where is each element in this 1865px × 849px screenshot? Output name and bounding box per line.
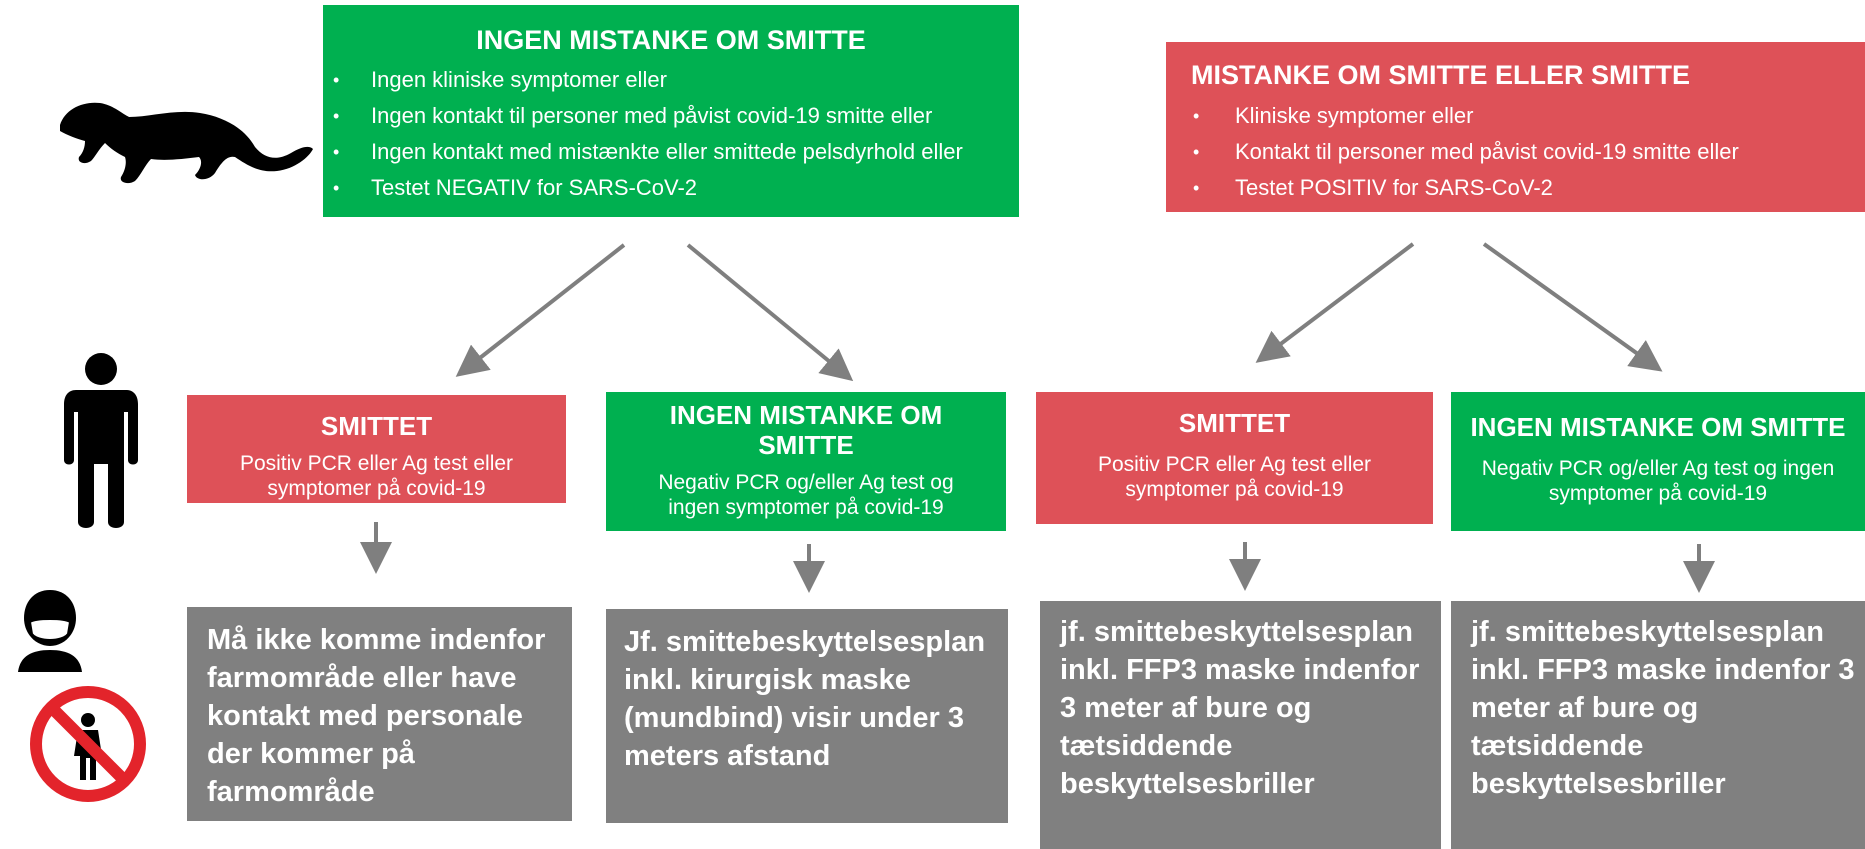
action-text: jf. smittebeskyttelsesplan inkl. FFP3 ma… bbox=[1471, 616, 1855, 800]
masked-person-icon bbox=[18, 590, 82, 672]
action-box-4: jf. smittebeskyttelsesplan inkl. FFP3 ma… bbox=[1451, 601, 1865, 849]
mid-box-infected-2: SMITTET Positiv PCR eller Ag test eller … bbox=[1036, 392, 1433, 524]
person-icon bbox=[64, 353, 138, 528]
mid-box-title: SMITTET bbox=[320, 411, 433, 441]
mid-box-text: Positiv PCR eller Ag test eller symptome… bbox=[239, 452, 514, 500]
top-box-suspicion: MISTANKE OM SMITTE ELLER SMITTE •Klinisk… bbox=[1166, 42, 1865, 212]
action-box-2: Jf. smittebeskyttelsesplan inkl. kirurgi… bbox=[606, 609, 1008, 823]
top-box-title: MISTANKE OM SMITTE ELLER SMITTE bbox=[1191, 60, 1690, 90]
bullet-item: •Kliniske symptomer eller bbox=[1193, 103, 1474, 128]
mid-box-text: Negativ PCR og/eller Ag test og ingen sy… bbox=[658, 471, 954, 519]
bullet-item: •Ingen kontakt til personer med påvist c… bbox=[333, 103, 933, 128]
top-box-bullets: •Kliniske symptomer eller •Kontakt til p… bbox=[1166, 98, 1865, 206]
arrow bbox=[1255, 242, 1415, 363]
mid-box-title: INGEN MISTANKE OM SMITTE bbox=[1470, 412, 1846, 442]
top-box-bullets: •Ingen kliniske symptomer eller •Ingen k… bbox=[323, 62, 1019, 206]
bullet-item: •Ingen kontakt med mistænkte eller smitt… bbox=[333, 139, 963, 164]
mink-icon bbox=[60, 102, 313, 184]
arrow bbox=[455, 243, 626, 377]
mid-box-no-suspicion-2: INGEN MISTANKE OM SMITTE Negativ PCR og/… bbox=[1451, 392, 1865, 531]
mid-box-title: SMITTET bbox=[1178, 408, 1291, 438]
top-box-no-suspicion: INGEN MISTANKE OM SMITTE •Ingen kliniske… bbox=[323, 5, 1019, 217]
mid-box-text: Negativ PCR og/eller Ag test og ingen sy… bbox=[1481, 457, 1835, 505]
action-box-1: Må ikke komme indenfor farmområde eller … bbox=[187, 607, 572, 821]
action-text: Må ikke komme indenfor farmområde eller … bbox=[207, 624, 546, 808]
bullet-item: •Ingen kliniske symptomer eller bbox=[333, 67, 667, 92]
mid-box-infected-1: SMITTET Positiv PCR eller Ag test eller … bbox=[187, 395, 566, 503]
bullet-item: •Testet NEGATIV for SARS-CoV-2 bbox=[333, 175, 698, 200]
arrow bbox=[1482, 242, 1663, 372]
arrow bbox=[686, 243, 854, 382]
mid-box-no-suspicion-1: INGEN MISTANKE OM SMITTE Negativ PCR og/… bbox=[606, 392, 1006, 531]
action-box-3: jf. smittebeskyttelsesplan inkl. FFP3 ma… bbox=[1040, 601, 1441, 849]
mid-box-title: INGEN MISTANKE OM SMITTE bbox=[669, 400, 943, 460]
no-entry-person-icon bbox=[30, 686, 146, 802]
mid-box-text: Positiv PCR eller Ag test eller symptome… bbox=[1097, 453, 1372, 501]
action-text: jf. smittebeskyttelsesplan inkl. FFP3 ma… bbox=[1060, 616, 1420, 800]
bullet-item: •Testet POSITIV for SARS-CoV-2 bbox=[1193, 175, 1553, 200]
bullet-item: •Kontakt til personer med påvist covid-1… bbox=[1193, 139, 1739, 164]
top-box-title: INGEN MISTANKE OM SMITTE bbox=[476, 25, 866, 55]
action-text: Jf. smittebeskyttelsesplan inkl. kirurgi… bbox=[624, 626, 986, 772]
